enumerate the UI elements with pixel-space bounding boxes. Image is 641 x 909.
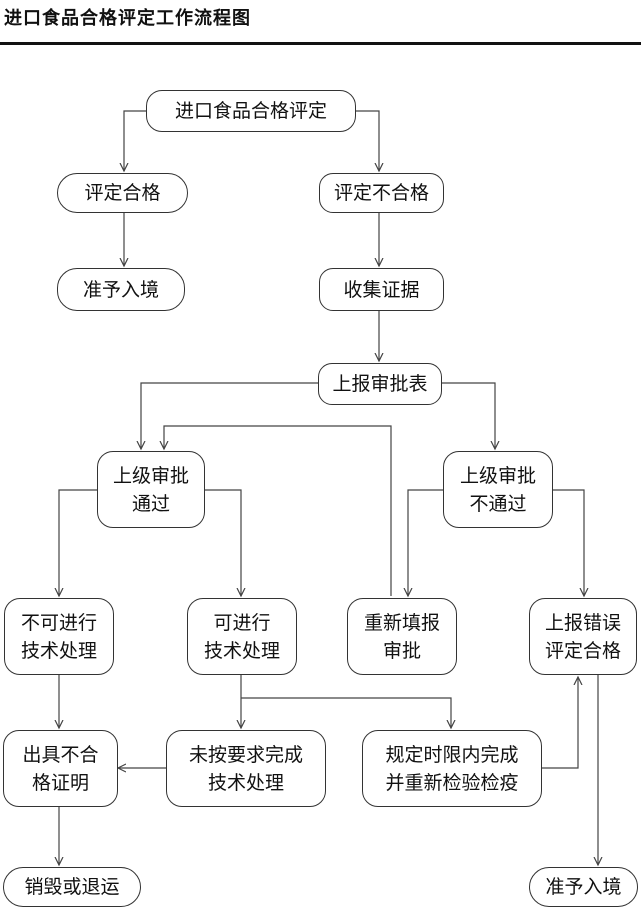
node-report: 上报审批表 [318,363,442,405]
page-title: 进口食品合格评定工作流程图 [4,8,251,29]
node-approve-pass: 上级审批 通过 [97,451,205,528]
node-not-tech: 不可进行 技术处理 [4,598,114,675]
edge-resubmit-approve-pass [164,425,392,596]
edge-in-time-report-error [542,677,578,769]
edge-report-approve-pass [141,382,318,449]
edge-can-tech-in-time [241,697,451,728]
node-pass: 评定合格 [57,173,188,213]
edge-approve-fail-report-error [553,489,584,596]
node-resubmit: 重新填报 审批 [347,598,457,675]
node-report-error: 上报错误 评定合格 [529,598,637,675]
edge-start-fail [356,110,379,171]
node-start: 进口食品合格评定 [146,90,356,132]
node-not-as-required: 未按要求完成 技术处理 [166,730,326,807]
edge-approve-pass-not-tech [59,489,97,596]
node-entry-ok: 准予入境 [57,268,185,311]
node-in-time: 规定时限内完成 并重新检验检疫 [362,730,542,807]
node-certificate: 出具不合 格证明 [3,730,118,807]
edge-start-pass [124,110,146,171]
node-fail: 评定不合格 [319,173,444,213]
node-collect: 收集证据 [319,268,444,311]
node-entry-ok-2: 准予入境 [529,867,638,907]
node-can-tech: 可进行 技术处理 [187,598,297,675]
edge-approve-pass-can-tech [205,489,241,596]
node-destroy: 销毁或退运 [3,867,141,907]
node-approve-fail: 上级审批 不通过 [443,451,553,528]
edge-report-approve-fail [442,382,495,449]
title-underline [0,42,641,45]
edge-approve-fail-resubmit [408,489,443,596]
